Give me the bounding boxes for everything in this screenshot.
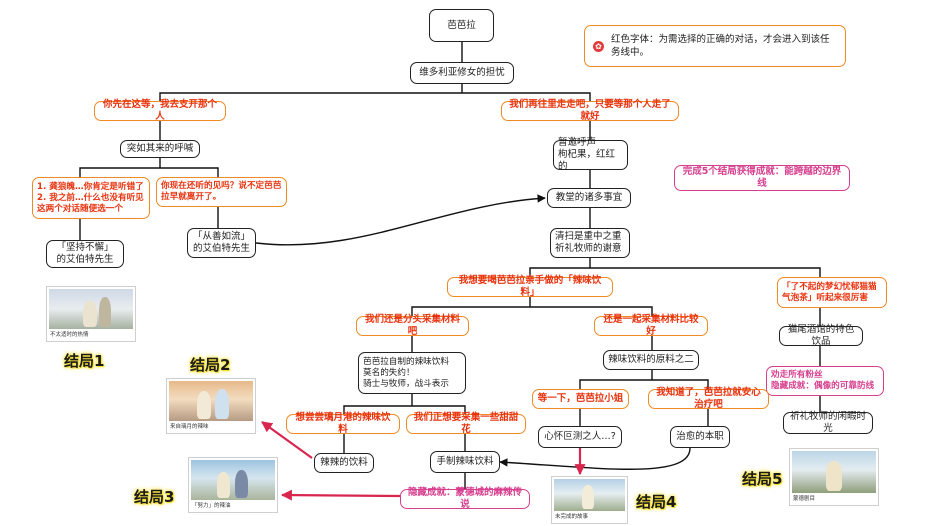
node-sudden-call: 突如其来的呼喊 [120, 140, 200, 158]
ending5-caption: 蒙德剧目 [793, 496, 816, 502]
ending2-label: 结局2 [190, 356, 231, 374]
choice-sweet: 我们正想要采集一些甜甜花 [406, 412, 526, 435]
choice-separate: 我们还是分头采集材料吧 [356, 314, 469, 337]
node-healing: 治愈的本职 [670, 426, 730, 448]
node-church-matters: 教堂的诸多事宜 [547, 188, 631, 208]
ending4-thumbnail: 未完成的故事 [551, 476, 628, 524]
ending2-caption: 来自璃月的辣味 [170, 424, 209, 430]
link-healing-handmade [499, 447, 691, 470]
link-quest-branches [159, 84, 591, 101]
choice-know: 我知道了，芭芭拉就安心治疗吧 [648, 387, 769, 410]
choice-ll: 1. 龚狼魄…你肯定是听错了 2. 我之前…什么也没有听见 这两个对话随便选一个 [32, 177, 150, 219]
achievement-note: 完成5个结局获得成就：能跨越的边界线 [674, 165, 850, 191]
choice-right-1: 我们再往里走走吧，只要等那个人走了就好 [501, 99, 679, 122]
node-quest: 维多利亚修女的担忧 [410, 62, 514, 84]
ending3-thumbnail: 「努力」的辣油 [188, 457, 278, 513]
link-flow-church [255, 194, 546, 246]
ending1-thumbnail: 不太适时的热情 [46, 286, 136, 342]
node-cleaning: 清扫是重中之重 祈礼牧师的谢意 [550, 228, 630, 258]
ending1-caption: 不太适时的热情 [50, 332, 89, 338]
link-sudden-split [79, 158, 219, 177]
node-hidden-idol: 劝走所有粉丝 隐藏成就：偶像的可靠防线 [766, 366, 884, 396]
link-failure-split [343, 394, 466, 414]
node-warm-call: 暂邀呼声 枸杞果，红红的 [553, 137, 628, 172]
ending5-label: 结局5 [742, 470, 783, 488]
node-handmade: 手制辣味饮料 [430, 451, 500, 473]
link-clean-split [529, 258, 821, 277]
ending4-caption: 未完成的故事 [555, 514, 589, 520]
ending3-caption: 「努力」的辣油 [192, 503, 231, 509]
ending1-label: 结局1 [64, 352, 105, 370]
choice-spicy-port: 想尝尝璃月港的辣味饮料 [286, 412, 400, 435]
choice-wait: 等一下，芭芭拉小姐 [532, 389, 629, 409]
red-arrow-ending3 [280, 489, 401, 501]
node-hidden-mond: 隐藏成就：蒙德城的麻辣传说 [400, 487, 530, 510]
node-cat-tail: 猫尾酒馆的特色饮品 [779, 324, 863, 347]
link-raw-split [579, 370, 709, 389]
ending3-label: 结局3 [134, 488, 175, 506]
ending4-label: 结局4 [636, 493, 677, 511]
node-ending1: 「坚持不懈」 的艾伯特先生 [46, 240, 124, 268]
node-heart: 心怀叵测之人…? [538, 426, 622, 448]
ending2-thumbnail: 来自璃月的辣味 [166, 378, 256, 434]
node-raw-material: 辣味饮料的原料之二 [603, 350, 699, 370]
node-ending-flow: 「从善如流」 的艾伯特先生 [187, 228, 256, 258]
node-priest-leisure: 祈礼牧师的闲暇时光 [783, 411, 873, 434]
legend-text: 红色字体：为需选择的正确的对话，才会进入到该任务线中。 [611, 34, 830, 58]
ending5-thumbnail: 蒙德剧目 [789, 448, 879, 506]
choice-mascot: 「了不起的梦幻忧郁猫猫气泡茶」听起来很厉害 [777, 277, 887, 308]
red-arrow-ending2 [261, 421, 313, 459]
link-taste-split [411, 297, 653, 316]
node-failure: 芭芭拉自制的辣味饮料 莫名的失约！ 骑士与牧师，战斗表示 [358, 352, 466, 394]
red-dot-icon: ✿ [593, 40, 604, 52]
node-spicy-drink: 辣辣的饮料 [314, 453, 374, 473]
choice-together: 还是一起采集材料比较好 [594, 314, 708, 337]
choice-taste: 我想要喝芭芭拉亲手做的「辣味饮料」 [447, 275, 613, 298]
node-root: 芭芭拉 [429, 9, 494, 42]
legend-box: ✿ 红色字体：为需选择的正确的对话，才会进入到该任务线中。 [584, 25, 846, 67]
choice-left-1: 你先在这等，我去支开那个人 [94, 99, 226, 122]
choice-lr: 你现在还听的见吗？说不定芭芭拉早就离开了。 [156, 177, 287, 207]
